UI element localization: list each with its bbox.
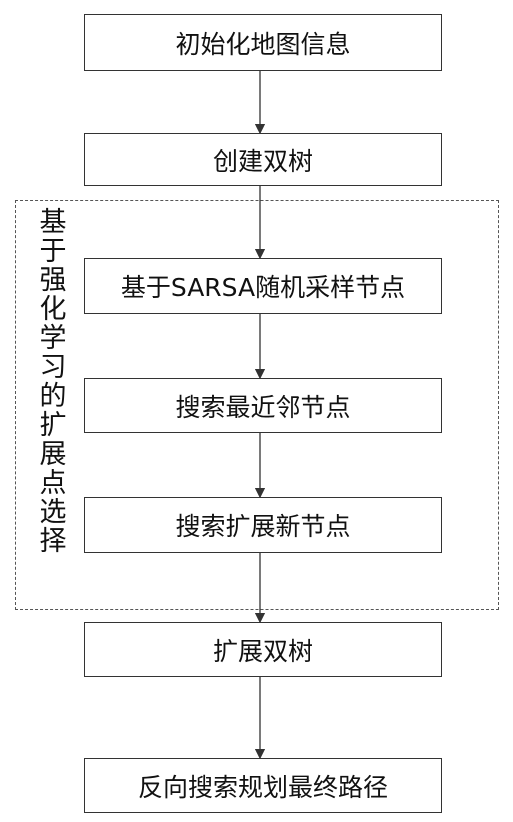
step-nearest-neighbor: 搜索最近邻节点 <box>84 378 442 433</box>
step-extend-bi-tree: 扩展双树 <box>84 622 442 677</box>
step-new-node: 搜索扩展新节点 <box>84 497 442 553</box>
step-reverse-search: 反向搜索规划最终路径 <box>84 758 442 813</box>
step-init-map: 初始化地图信息 <box>84 14 442 71</box>
step-create-bi-tree: 创建双树 <box>84 133 442 186</box>
group-label: 基于强化学习的扩展点选择 <box>39 207 67 557</box>
step-sarsa-sampling: 基于SARSA随机采样节点 <box>84 258 442 314</box>
reinforcement-learning-group <box>15 200 499 610</box>
